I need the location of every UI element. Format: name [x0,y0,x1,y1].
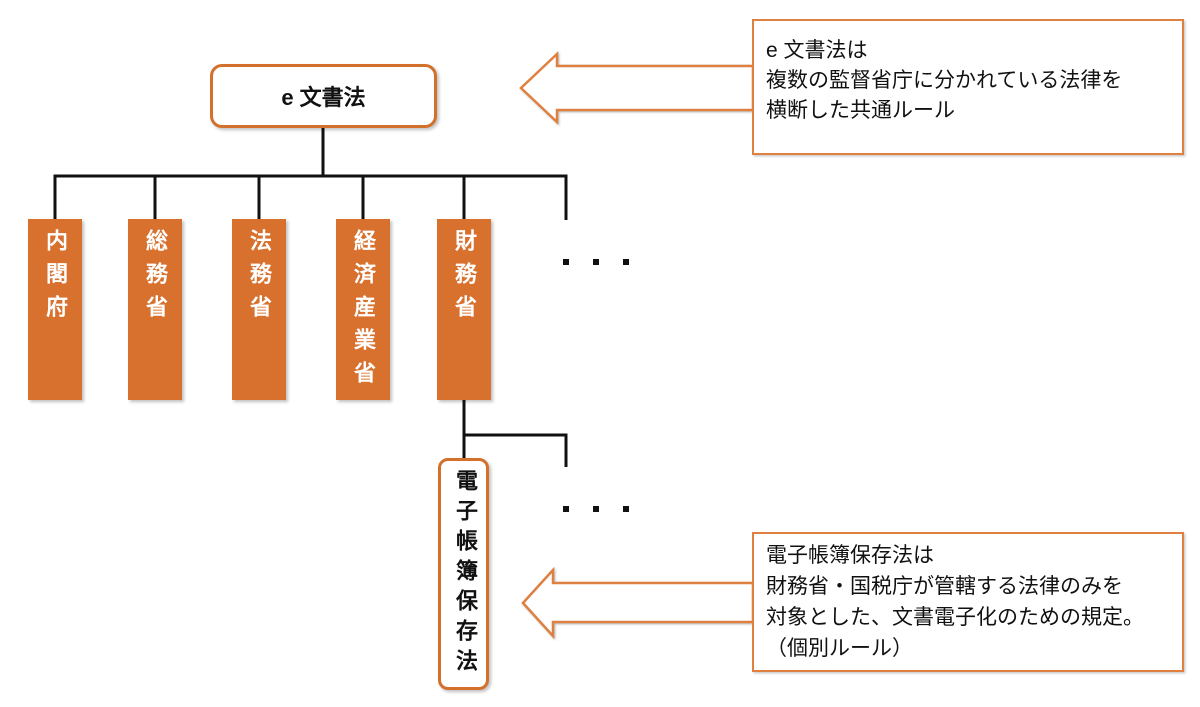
callout-bottom-line1: 電子帳簿保存法は [766,544,934,567]
callout-bottom: 電子帳簿保存法は 財務省・国税庁が管轄する法律のみを 対象とした、文書電子化のた… [752,532,1184,672]
root-law-label: e 文書法 [281,85,366,110]
ministry-box-zaimusho: 財務省 [437,219,491,400]
ellipsis-bottom: ・・・ [563,506,629,512]
ellipsis-dot [563,259,569,265]
ellipsis-dot [623,259,629,265]
child-law-box: 電子帳簿保存法 [438,458,489,690]
ellipsis-top: ・・・ [563,259,629,265]
callout-arrow-top [519,51,755,125]
ministry-box-soumusho: 総務省 [128,219,182,400]
ministry-tree-connector [53,174,568,220]
ellipsis-dot [623,506,629,512]
callout-bottom-line3: 対象とした、文書電子化のための規定。 [766,606,1144,629]
callout-arrow-bottom [521,566,755,640]
callout-bottom-line2: 財務省・国税庁が管轄する法律のみを [766,575,1123,598]
callout-top-line1: e 文書法は [766,39,868,62]
root-law-box: e 文書法 [210,64,437,128]
callout-top-line3: 横断した共通ルール [766,99,955,122]
callout-top-line2: 複数の監督省庁に分かれている法律を [766,69,1123,92]
ellipsis-dot [593,259,599,265]
ministry-box-naikakufu: 内閣府 [28,219,82,400]
sub-tree-connector [462,400,568,467]
ministry-box-keizaisangyosho: 経済産業省 [336,219,390,400]
ministry-box-houmusho: 法務省 [232,219,286,400]
callout-top: e 文書法は 複数の監督省庁に分かれている法律を 横断した共通ルール [752,19,1184,155]
callout-bottom-line4: （個別ルール） [766,637,913,660]
ellipsis-dot [593,506,599,512]
ellipsis-dot [563,506,569,512]
